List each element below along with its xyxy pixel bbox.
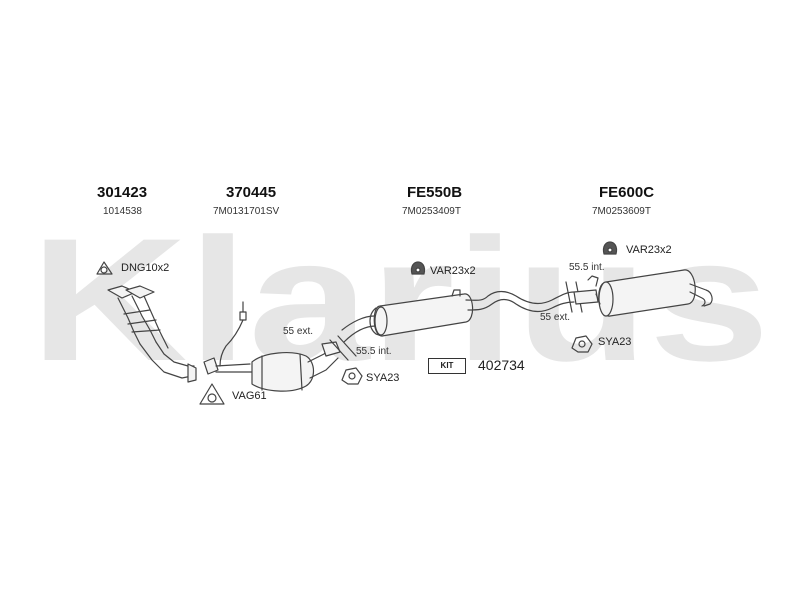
flange-icon-vag: [199, 383, 225, 405]
part-number-catalyst: 370445: [226, 184, 277, 201]
fitting-label-sya-rear: SYA23: [598, 336, 632, 348]
part-number-middle-silencer: FE550B: [407, 184, 463, 201]
clamp-icon-sya-middle: [341, 367, 363, 385]
gasket-icon-dng: [96, 261, 113, 275]
clamp-icon-sya-rear: [571, 335, 593, 353]
sub-number-catalyst: 7M0131701SV: [213, 206, 280, 217]
note-55-ext-rear: 55 ext.: [540, 312, 571, 323]
front-joint-marks: [329, 315, 377, 361]
kit-number: 402734: [478, 357, 525, 373]
hanger-icon-var-rear: [602, 241, 618, 255]
note-55-5-int-rear: 55.5 int.: [569, 262, 605, 273]
kit-badge: KIT: [428, 358, 466, 374]
fitting-label-sya-middle: SYA23: [366, 372, 400, 384]
rear-joint-marks: [565, 275, 599, 313]
fitting-label-var-rear: VAR23x2: [626, 244, 672, 256]
fitting-label-var-middle: VAR23x2: [430, 265, 476, 277]
part-number-downpipe: 301423: [97, 184, 148, 201]
part-number-rear-silencer: FE600C: [599, 184, 655, 201]
rear-silencer-part: [595, 269, 713, 317]
downpipe-part: [107, 285, 197, 383]
note-55-5-int-front: 55.5 int.: [356, 346, 392, 357]
fitting-label-vag: VAG61: [232, 390, 267, 402]
middle-silencer-part: [369, 289, 575, 337]
sub-number-rear-silencer: 7M0253609T: [592, 206, 651, 217]
note-55-ext-front: 55 ext.: [283, 326, 314, 337]
hanger-icon-var-middle: [410, 261, 426, 275]
sub-number-middle-silencer: 7M0253409T: [402, 206, 461, 217]
sub-number-downpipe: 1014538: [103, 206, 142, 217]
lambda-sensor-part: [219, 301, 247, 367]
fitting-label-dng: DNG10x2: [121, 262, 170, 274]
